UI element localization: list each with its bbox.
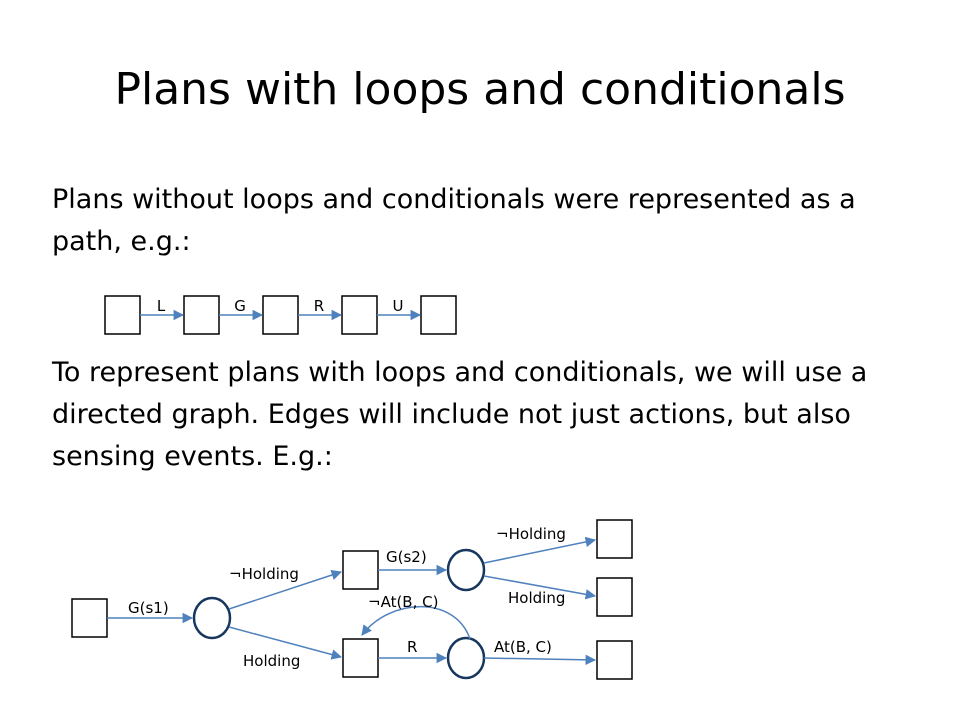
path-state-3 [262,295,299,335]
slide-title: Plans with loops and conditionals [114,64,846,115]
label-at-b-c: At(B, C) [494,638,552,656]
intro-paragraph: Plans without loops and conditionals wer… [52,184,856,257]
graph-state-lower [342,638,379,678]
path-state-2 [183,295,220,335]
sensing-node-1 [192,596,232,640]
graph-state-mid-right [596,577,633,617]
graph-example: G(s1) ¬Holding Holding G(s2) ¬At(B, C) R… [71,519,633,680]
negation-symbol: ¬ [368,593,381,611]
graph-state-start [71,598,108,638]
label-holding-lower: Holding [243,652,300,670]
graph-state-upper [342,550,379,590]
path-state-5 [420,295,457,335]
graph-state-bottom-right [596,640,633,680]
graph-intro-paragraph: To represent plans with loops and condit… [52,357,868,472]
path-label-u: U [393,297,404,315]
label-not-at-b-c: ¬At(B, C) [368,593,438,611]
label-g-s2: G(s2) [386,548,427,566]
label-not-holding-upper: ¬Holding [229,565,299,583]
negation-symbol: ¬ [496,525,509,543]
edge-not-at-b-c-loop [361,606,471,640]
label-r: R [407,638,417,656]
edge-holding-mid [483,575,597,600]
negation-symbol: ¬ [229,565,242,583]
sensing-node-2 [446,548,486,592]
label-not-holding-top: ¬Holding [496,525,566,543]
path-state-1 [104,295,141,335]
edge-holding-lower [228,626,343,660]
label-holding-mid: Holding [508,589,565,607]
edge-not-holding-upper [228,569,342,610]
label-g-s1: G(s1) [128,599,169,617]
path-label-l: L [157,297,166,315]
sensing-node-3 [446,636,486,680]
path-state-4 [341,295,378,335]
path-label-g: G [234,297,246,315]
edge-at-b-c [483,654,597,666]
path-label-r: R [314,297,324,315]
path-example: L G R U [104,295,457,335]
edge-not-holding-top [483,536,597,564]
graph-state-top-right [596,519,633,559]
